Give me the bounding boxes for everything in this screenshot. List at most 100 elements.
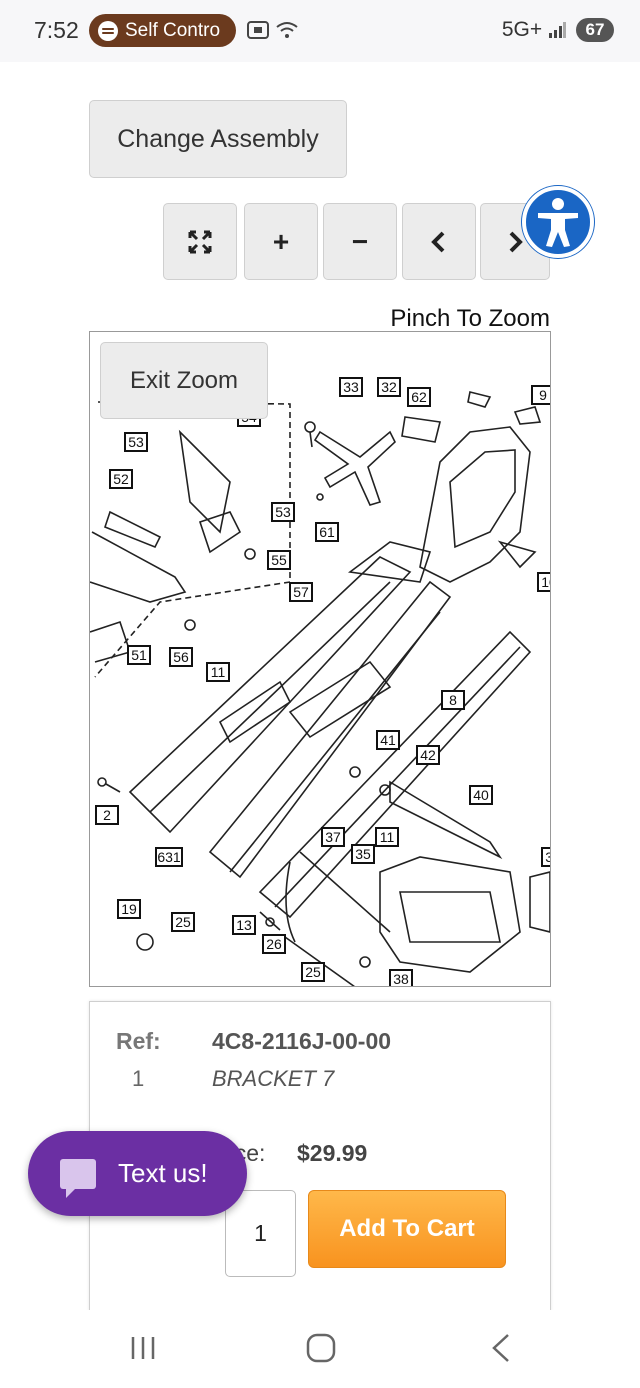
callout-label[interactable]: 41 — [380, 732, 396, 748]
callout-box — [541, 847, 550, 867]
callout-label[interactable]: 25 — [305, 964, 321, 980]
callout-box — [537, 572, 550, 592]
callout-label[interactable]: 11 — [380, 829, 395, 845]
callout-label[interactable]: 8 — [449, 692, 457, 708]
callout-box — [289, 582, 313, 602]
callout-box — [339, 377, 363, 397]
zoom-out-button[interactable]: − — [323, 203, 397, 280]
callout-box — [262, 934, 286, 954]
recent-apps-button[interactable] — [118, 1328, 168, 1368]
callout-box — [441, 690, 465, 710]
callout-label[interactable]: 38 — [393, 971, 409, 987]
callout-label[interactable]: 9 — [539, 387, 547, 403]
status-bar: 7:52 Self Contro 5G+ 67 — [0, 0, 640, 62]
callout-box — [124, 432, 148, 452]
callout-label[interactable]: 42 — [420, 747, 436, 763]
network-indicator: 5G+ — [502, 18, 566, 42]
callout-label[interactable]: 40 — [473, 787, 489, 803]
previous-button[interactable] — [402, 203, 476, 280]
ref-label: Ref: — [116, 1028, 161, 1054]
callout-label[interactable]: 25 — [175, 914, 191, 930]
callout-label[interactable]: 57 — [293, 584, 309, 600]
callout-box — [376, 730, 400, 750]
callout-box — [407, 387, 431, 407]
callout-label[interactable]: 52 — [113, 471, 129, 487]
callout-box — [531, 385, 550, 405]
callout-box — [95, 805, 119, 825]
zoom-in-button[interactable]: + — [244, 203, 318, 280]
parts-diagram[interactable]: 3332629545352536155571051561184142402631… — [90, 332, 551, 987]
callout-box — [416, 745, 440, 765]
callout-box — [117, 899, 141, 919]
change-assembly-button[interactable]: Change Assembly — [89, 100, 347, 178]
callout-label[interactable]: 39 — [545, 849, 551, 865]
callout-box — [271, 502, 295, 522]
callout-box — [232, 915, 256, 935]
callout-label[interactable]: 61 — [319, 524, 335, 540]
callout-label[interactable]: 32 — [381, 379, 397, 395]
accessibility-button[interactable] — [522, 186, 594, 258]
callout-label[interactable]: 55 — [271, 552, 287, 568]
callout-label[interactable]: 19 — [121, 901, 137, 917]
chevron-right-icon — [509, 231, 523, 252]
callout-box — [351, 844, 375, 864]
pinch-to-zoom-hint: Pinch To Zoom — [390, 305, 550, 332]
callout-box — [315, 522, 339, 542]
callout-label[interactable]: 26 — [266, 936, 282, 952]
part-number: 4C8-2116J-00-00 — [212, 1028, 392, 1054]
network-label: 5G+ — [501, 18, 543, 41]
text-us-button[interactable]: Text us! — [28, 1131, 247, 1216]
accessibility-icon — [538, 198, 578, 247]
home-icon — [306, 1333, 336, 1363]
callout-box — [109, 469, 133, 489]
callout-label[interactable]: 53 — [128, 434, 144, 450]
signal-icon — [549, 22, 566, 39]
spotify-icon — [98, 20, 118, 41]
zoom-in-icon: + — [272, 225, 290, 257]
callout-label[interactable]: 51 — [131, 647, 147, 663]
zoom-out-icon: − — [351, 225, 369, 257]
callout-box — [127, 645, 151, 665]
callout-box — [155, 847, 183, 867]
parts-diagram-viewer[interactable]: 3332629545352536155571051561184142402631… — [89, 331, 551, 987]
quantity-input[interactable] — [225, 1190, 296, 1277]
fullscreen-button[interactable] — [163, 203, 237, 280]
callout-label[interactable]: 2 — [103, 807, 111, 823]
callout-box — [301, 962, 325, 982]
callout-label[interactable]: 11 — [211, 664, 226, 680]
callout-label[interactable]: 13 — [236, 917, 252, 933]
callout-box — [377, 377, 401, 397]
app-pill-label: Self Contro — [125, 19, 221, 41]
battery-indicator: 67 — [576, 18, 614, 42]
recent-apps-icon — [131, 1337, 155, 1359]
callout-box — [206, 662, 230, 682]
callout-label[interactable]: 33 — [343, 379, 359, 395]
wifi-icon — [276, 22, 298, 38]
system-nav-bar — [0, 1310, 640, 1388]
callout-label[interactable]: 631 — [157, 849, 181, 865]
chevron-left-icon — [431, 231, 445, 252]
part-name: BRACKET 7 — [212, 1066, 335, 1091]
callout-box — [375, 827, 399, 847]
back-button[interactable] — [476, 1328, 526, 1368]
callout-label[interactable]: 35 — [355, 846, 371, 862]
home-button[interactable] — [296, 1328, 346, 1368]
callout-label[interactable]: 62 — [411, 389, 427, 405]
app-pill[interactable]: Self Contro — [89, 14, 236, 47]
callout-box — [169, 647, 193, 667]
callout-box — [267, 550, 291, 570]
status-time: 7:52 — [34, 17, 79, 43]
back-icon — [492, 1334, 509, 1362]
exit-zoom-button[interactable]: Exit Zoom — [100, 342, 268, 419]
chat-bubble-icon — [60, 1158, 96, 1198]
callout-box — [469, 785, 493, 805]
price-value: $29.99 — [297, 1140, 368, 1166]
part-details-card: Ref: 4C8-2116J-00-00 1 BRACKET 7 rice: $… — [89, 1001, 551, 1311]
add-to-cart-button[interactable]: Add To Cart — [308, 1190, 506, 1268]
callout-label[interactable]: 53 — [275, 504, 291, 520]
callout-label[interactable]: 56 — [173, 649, 189, 665]
text-us-label: Text us! — [118, 1158, 208, 1188]
callout-label[interactable]: 37 — [325, 829, 341, 845]
fullscreen-icon — [188, 230, 212, 253]
callout-label[interactable]: 10 — [541, 574, 551, 590]
